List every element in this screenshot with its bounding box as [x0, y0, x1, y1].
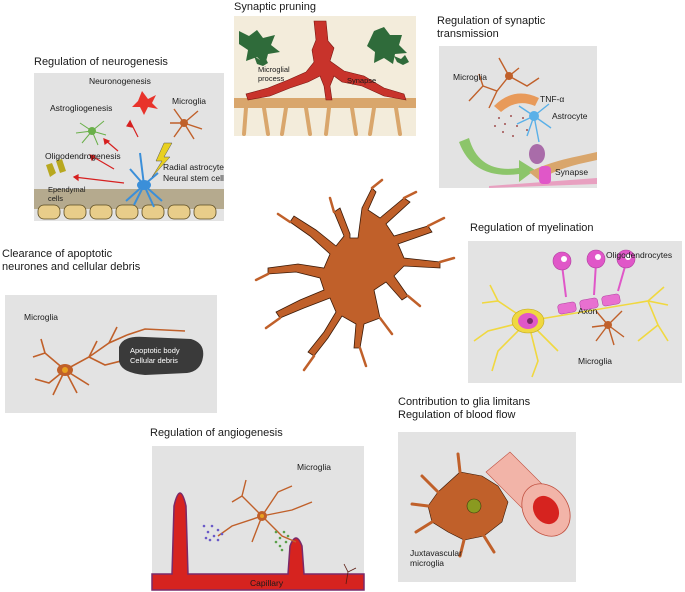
heading-line: Regulation of blood flow: [398, 409, 516, 421]
label-capillary: Capillary: [250, 578, 284, 588]
label-pruning-synapse: Synapse: [347, 76, 377, 85]
myelination-illustration: [473, 249, 669, 378]
label-neural-stem-cell: Neural stem cell: [163, 173, 224, 183]
label-transmission-synapse: Synapse: [555, 167, 589, 177]
label-cellular-debris: Cellular debris: [130, 356, 178, 365]
heading-line: Clearance of apoptotic: [2, 248, 113, 260]
heading-text: Synaptic pruning: [234, 1, 316, 13]
label-angiogenesis-microglia: Microglia: [297, 462, 332, 472]
label-transmission-astrocyte: Astrocyte: [552, 111, 588, 121]
heading-synaptic-pruning: Synaptic pruning: [234, 1, 316, 14]
label-text: Microglial: [258, 65, 290, 74]
label-oligodendrocytes: Oligodendrocytes: [606, 250, 673, 260]
heading-glia-limitans: Contribution to glia limitans Regulation…: [398, 396, 530, 422]
heading-line: neurones and cellular debris: [2, 261, 141, 273]
label-apoptotic-body: Apoptotic body: [130, 346, 180, 355]
label-transmission-microglia: Microglia: [453, 72, 488, 82]
clearance-illustration: [32, 326, 204, 396]
label-radial-astrocyte: Radial astrocyte: [163, 162, 224, 172]
heading-line: Contribution to glia limitans: [398, 396, 531, 408]
heading-line: Regulation of synaptic: [437, 15, 546, 27]
heading-angiogenesis: Regulation of angiogenesis: [150, 427, 283, 439]
label-astrogliogenesis: Astrogliogenesis: [50, 103, 113, 113]
central-microglia-icon: [254, 178, 456, 372]
glia-limitans-illustration: [410, 451, 571, 558]
neurogenesis-illustration: [34, 91, 224, 220]
label-myelination-microglia: Microglia: [578, 356, 613, 366]
label-axon: Axon: [578, 306, 598, 316]
angiogenesis-illustration: [151, 479, 365, 591]
label-text: Ependymal: [48, 185, 86, 194]
label-tnf-alpha: TNF-α: [540, 94, 565, 104]
green-neuron-left: [239, 30, 280, 66]
label-clearance-microglia: Microglia: [24, 312, 59, 322]
heading-neurogenesis: Regulation of neurogenesis: [34, 56, 168, 68]
label-text: cells: [48, 194, 64, 203]
red-microglia: [245, 20, 407, 101]
label-microglial-process: Microglial process: [258, 65, 290, 83]
pruning-illustration: [234, 16, 416, 136]
label-oligodendrogenesis: Oligodendrogenesis: [45, 151, 121, 161]
label-text: process: [258, 74, 285, 83]
heading-myelination: Regulation of myelination: [470, 222, 594, 234]
heading-clearance: Clearance of apoptotic neurones and cell…: [2, 248, 140, 274]
label-text: microglia: [410, 558, 445, 568]
transmission-illustration: [459, 57, 597, 188]
green-neuron-right: [367, 27, 409, 65]
label-neurogenesis-microglia: Microglia: [172, 96, 207, 106]
label-juxtavascular-microglia: Juxtavascular microglia: [410, 548, 462, 568]
label-ependymal-cells: Ependymal cells: [48, 185, 86, 203]
panel-myelination: [468, 241, 682, 383]
heading-line: transmission: [437, 28, 499, 40]
label-neuronogenesis: Neuronogenesis: [89, 76, 151, 86]
label-text: Juxtavascular: [410, 548, 462, 558]
heading-synaptic-transmission: Regulation of synaptic transmission: [437, 15, 545, 41]
